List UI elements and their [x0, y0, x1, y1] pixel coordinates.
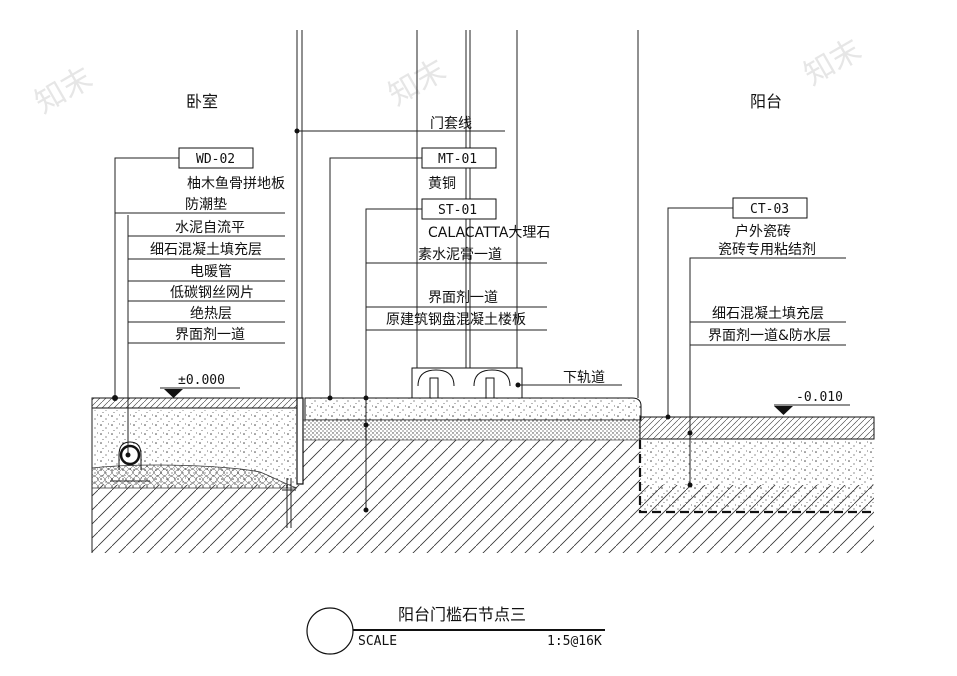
- layer-label: 细石混凝土填充层: [712, 306, 824, 322]
- tag-mt01: MT-01: [438, 152, 477, 167]
- layer-label: 细石混凝土填充层: [150, 242, 262, 258]
- label-lower-track: 下轨道: [563, 370, 605, 386]
- detail-circle-icon: [306, 607, 354, 655]
- label-brass: 黄铜: [428, 175, 456, 192]
- layer-label: 界面剂一道&防水层: [708, 328, 831, 344]
- label-structural-slab: 原建筑钢盘混凝土楼板: [386, 311, 526, 328]
- layer-label: 水泥自流平: [175, 220, 245, 236]
- threshold-stone: [304, 397, 642, 421]
- label-interface-agent: 界面剂一道: [428, 290, 498, 306]
- label-door-trim: 门套线: [430, 116, 472, 132]
- level-right: -0.010: [796, 390, 843, 405]
- wood-floor: [91, 397, 298, 409]
- layer-label: 界面剂一道: [175, 327, 245, 343]
- brass-strip: [296, 397, 304, 485]
- layer-label: 瓷砖专用粘结剂: [718, 242, 816, 258]
- level-left: ±0.000: [178, 373, 225, 388]
- layer-label: 电暖管: [190, 264, 232, 280]
- room-label-balcony: 阳台: [750, 92, 782, 111]
- level-marker-icon: [774, 406, 793, 415]
- tag-wd02: WD-02: [196, 152, 235, 167]
- label-cement-paste: 素水泥膏一道: [418, 246, 502, 263]
- tag-ct03: CT-03: [750, 202, 789, 217]
- slab-under-threshold: [300, 440, 640, 485]
- heating-pipe: [110, 441, 150, 482]
- label-marble: CALACATTA大理石: [428, 225, 550, 241]
- watermark: 知末: [798, 32, 867, 92]
- door-track: [411, 367, 523, 399]
- scale-label: SCALE: [358, 634, 397, 649]
- layer-label: 绝热层: [190, 306, 232, 322]
- room-label-bedroom: 卧室: [186, 92, 218, 111]
- waterproof-line: [638, 440, 874, 514]
- threshold-bedding: [302, 419, 641, 441]
- tag-st01: ST-01: [438, 203, 477, 218]
- layer-label: 低碳钢丝网片: [170, 285, 254, 301]
- layer-label: 防潮垫: [185, 197, 227, 213]
- scale-value: 1:5@16K: [547, 634, 602, 649]
- right-fill-layer: [640, 440, 874, 510]
- layer-label: 柚木鱼骨拼地板: [187, 175, 285, 192]
- outdoor-tile: [639, 416, 875, 440]
- watermark: 知末: [29, 61, 98, 121]
- layer-label: 户外瓷砖: [735, 223, 791, 240]
- anchor-bolt: [282, 478, 296, 528]
- title-block: 阳台门槛石节点三 SCALE 1:5@16K: [306, 605, 605, 655]
- drawing-title: 阳台门槛石节点三: [398, 605, 526, 624]
- level-marker-icon: [164, 389, 183, 398]
